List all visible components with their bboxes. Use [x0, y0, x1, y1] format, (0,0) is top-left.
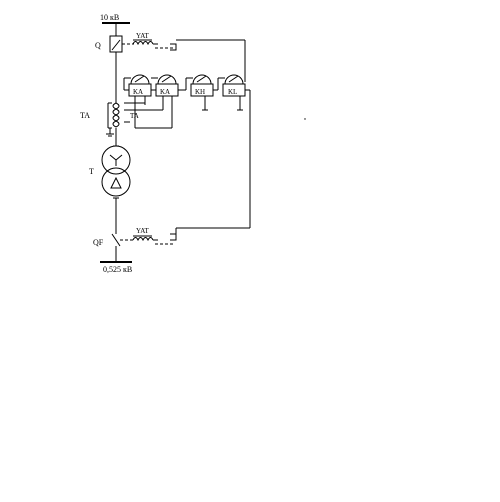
- relay-ka-1-label: KA: [133, 88, 143, 96]
- ct-inner-label: TA: [130, 112, 139, 120]
- bus-hv-label: 10 кВ: [100, 13, 119, 22]
- relay-kh-label: KH: [195, 88, 205, 96]
- bus-lv-label: 0,525 кВ: [103, 265, 132, 274]
- breaker-q: [109, 35, 134, 53]
- yat-top-label: YAT: [136, 32, 150, 40]
- breaker-qf-label: QF: [93, 238, 104, 247]
- breaker-q-label: Q: [95, 41, 101, 50]
- breaker-qf: [111, 233, 134, 247]
- relay-ka-2-label: KA: [160, 88, 170, 96]
- relay-kl-label: KL: [228, 88, 237, 96]
- yat-bottom-label: YAT: [136, 227, 150, 235]
- power-transformer: [101, 145, 131, 199]
- transformer-label: T: [89, 167, 94, 176]
- relay-wiring: [123, 78, 251, 228]
- stray-dot: [304, 118, 306, 120]
- ct-ta: [106, 102, 163, 137]
- yat-bottom-coil: [132, 227, 250, 245]
- ct-label: TA: [80, 111, 90, 120]
- trip-wire-top: [176, 39, 246, 82]
- yat-top-coil: [132, 39, 177, 51]
